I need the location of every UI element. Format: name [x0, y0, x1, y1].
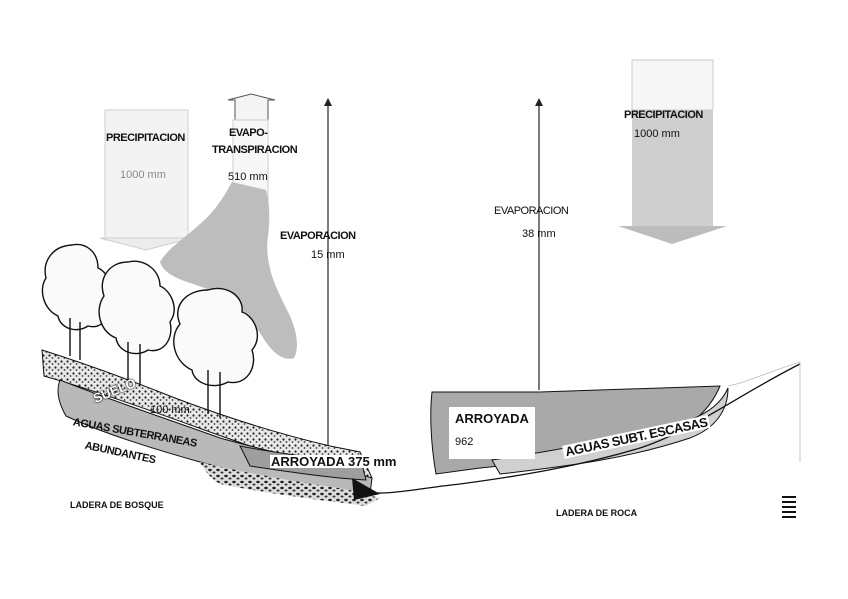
- rock-runoff-label-box: ARROYADA 962: [449, 407, 535, 459]
- forest-slope-label: LADERA DE BOSQUE: [70, 500, 164, 510]
- rock-slope-label: LADERA DE ROCA: [556, 508, 638, 518]
- forest-evap-label: EVAPORACION: [280, 230, 356, 242]
- groundwater-flow-arrow-forest: [352, 478, 380, 500]
- scale-mark-icon: [782, 496, 796, 518]
- forest-precip-label: PRECIPITACION: [106, 132, 185, 144]
- evapotranspiration-value: 510 mm: [228, 171, 268, 183]
- rock-evap-label: EVAPORACION: [494, 205, 569, 217]
- evapotranspiration-label-2: TRANSPIRACION: [212, 144, 298, 156]
- evapotranspiration-plume: [160, 182, 297, 359]
- rock-runoff-label: ARROYADA: [455, 411, 529, 426]
- rock-evap-value: 38 mm: [522, 228, 556, 240]
- forest-evap-line: [324, 98, 332, 446]
- rock-precip-arrow: [618, 59, 727, 244]
- rock-runoff-value: 962: [455, 436, 474, 448]
- ground-surface-line: [359, 363, 801, 494]
- forest-trees: [41, 243, 258, 418]
- evapotranspiration-label-1: EVAPO-: [229, 127, 268, 139]
- rock-precip-value: 1000 mm: [634, 128, 680, 140]
- evapotranspiration-arrow: [227, 93, 276, 201]
- rock-evap-line: [535, 98, 543, 390]
- forest-evap-value: 15 mm: [311, 249, 345, 261]
- forest-runoff-label: ARROYADA 375 mm: [270, 454, 398, 469]
- forest-precip-value: 1000 mm: [120, 169, 166, 181]
- soil-value: 100 mm: [150, 404, 190, 416]
- rock-precip-label: PRECIPITACION: [624, 109, 703, 121]
- forest-gravel-bottom: [200, 462, 380, 506]
